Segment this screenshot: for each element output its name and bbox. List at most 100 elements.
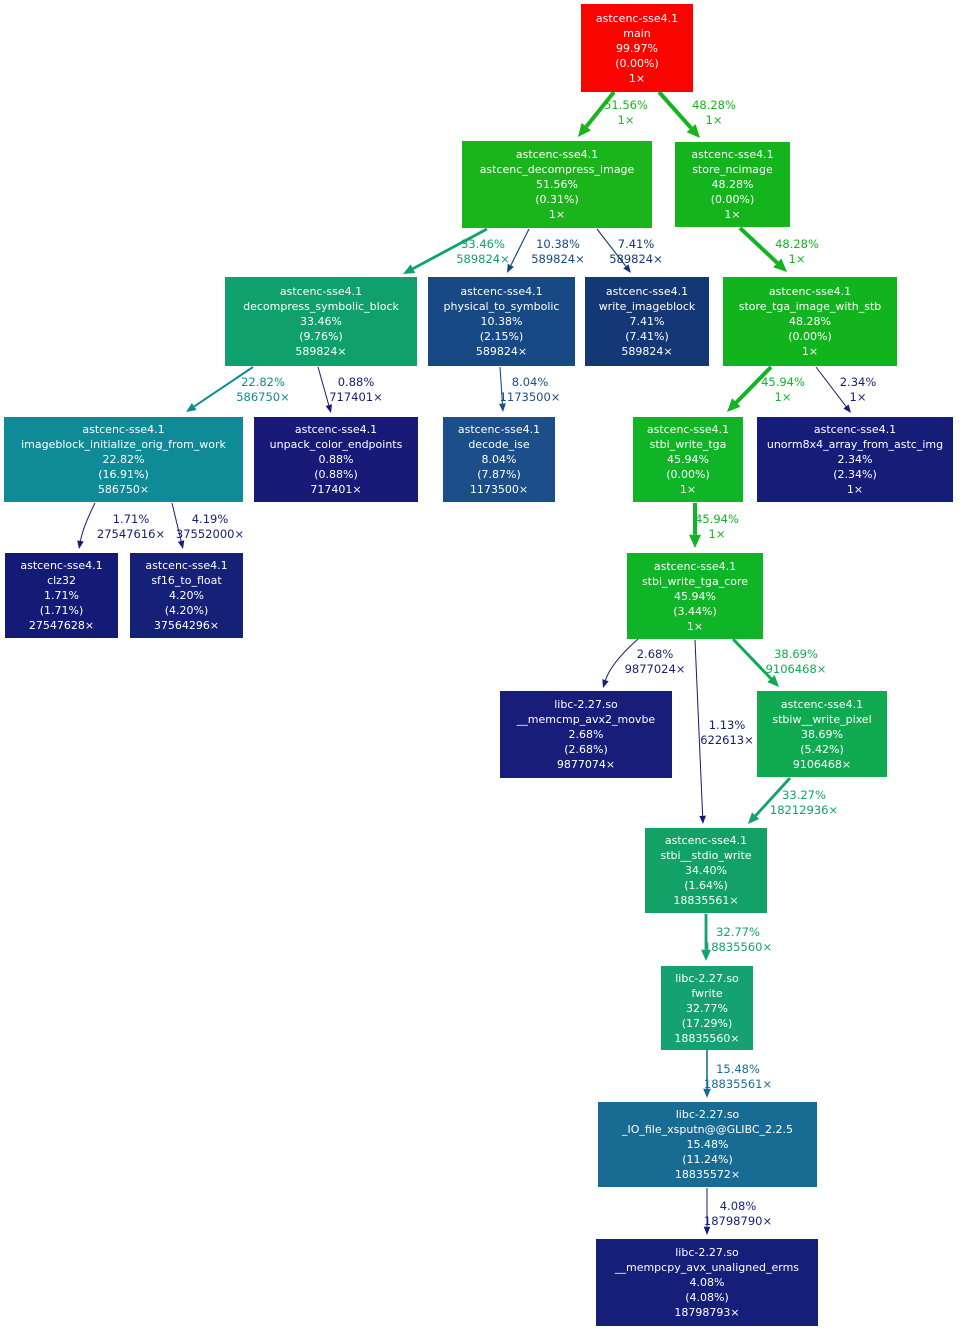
edge-label-calls: 9106468× — [765, 662, 827, 676]
node-self: (0.00%) — [615, 56, 659, 70]
node-total: 8.04% — [481, 453, 517, 466]
node-module: astcenc-sse4.1 — [605, 285, 689, 298]
node-function: astcenc_decompress_image — [479, 163, 635, 176]
edge-label-pct: 4.08% — [719, 1199, 757, 1213]
node-total: 2.68% — [568, 728, 604, 741]
node-function: stbi_write_tga — [649, 438, 727, 451]
node-mempcpy[interactable]: libc-2.27.so__mempcpy_avx_unaligned_erms… — [596, 1239, 818, 1326]
edge-store_tga-unorm8x4 — [815, 366, 847, 407]
node-self: (2.68%) — [564, 743, 608, 756]
node-total: 45.94% — [667, 453, 709, 466]
node-calls: 589824× — [295, 345, 347, 358]
edge-label-phys_to_symb-decode_ise: 8.04%1173500× — [500, 375, 561, 405]
edge-label-calls: 37552000× — [175, 527, 245, 541]
edge-label-calls: 1× — [849, 390, 867, 404]
edge-symbolic_block-imageblock_init — [193, 366, 254, 408]
edge-label-pct: 48.28% — [775, 237, 819, 251]
node-function: write_imageblock — [598, 300, 696, 313]
node-total: 4.20% — [169, 589, 204, 602]
edge-label-write_tga-write_tga_core: 45.94%1× — [695, 512, 739, 542]
node-self: (16.91%) — [98, 468, 149, 481]
edge-label-calls: 18798790× — [703, 1214, 773, 1228]
edge-label-store_ncimage-store_tga: 48.28%1× — [775, 237, 819, 267]
node-xsputn[interactable]: libc-2.27.so_IO_file_xsputn@@GLIBC_2.2.5… — [598, 1102, 817, 1187]
node-function: decode_ise — [468, 438, 530, 451]
arrowhead-store_ncimage-store_tga — [773, 258, 787, 272]
edge-label-calls: 589824× — [609, 252, 663, 266]
node-function: stbi_write_tga_core — [641, 574, 749, 588]
node-self: (0.00%) — [710, 193, 755, 206]
edge-label-pct: 2.34% — [839, 375, 877, 389]
node-module: astcenc-sse4.1 — [460, 285, 543, 298]
arrowhead-store_tga-unorm8x4 — [843, 404, 851, 413]
node-self: (2.15%) — [479, 330, 524, 343]
node-calls: 18835560× — [674, 1031, 740, 1045]
node-total: 34.40% — [685, 864, 727, 877]
node-calls: 18835561× — [673, 894, 739, 907]
node-total: 99.97% — [616, 41, 658, 55]
arrowhead-write_tga_core-memcmp — [602, 679, 609, 688]
edge-label-stdio_write-fwrite: 32.77%18835560× — [704, 925, 772, 955]
node-write_imageblock[interactable]: astcenc-sse4.1 write_imageblock 7.41% (7.41… — [585, 277, 709, 366]
node-function: main — [623, 26, 651, 40]
node-self: (2.34%) — [833, 468, 877, 481]
node-total: 2.34% — [837, 453, 873, 466]
node-calls: 586750× — [97, 483, 150, 496]
node-total: 7.41% — [629, 315, 665, 328]
node-self: (7.41%) — [625, 330, 669, 343]
node-module: astcenc-sse4.1 — [82, 423, 165, 436]
node-self: (1.64%) — [684, 879, 728, 892]
arrowhead-stdio_write-fwrite — [701, 949, 711, 961]
node-calls: 1× — [679, 483, 697, 496]
edge-label-pct: 4.19% — [191, 512, 229, 526]
edge-label-store_tga-unorm8x4: 2.34%1× — [840, 375, 877, 405]
node-calls: 1× — [548, 208, 566, 221]
edge-label-main-store_ncimage: 48.28%1× — [692, 98, 736, 128]
edge-label-calls: 717401× — [329, 390, 383, 404]
edge-label-calls: 622613× — [700, 733, 754, 747]
node-total: 48.28% — [789, 315, 831, 328]
edge-label-calls: 589824× — [456, 252, 510, 266]
node-self: (3.44%) — [673, 604, 717, 618]
node-calls: 18798793× — [674, 1306, 740, 1319]
edge-label-calls: 1× — [788, 252, 806, 266]
edge-label-write_pixel-stdio_write: 33.27%18212936× — [770, 788, 838, 818]
node-self: (0.00%) — [788, 330, 832, 343]
edge-symbolic_block-unpack_endpoints — [317, 366, 330, 406]
node-total: 48.28% — [711, 178, 754, 191]
node-self: (11.24%) — [682, 1153, 733, 1166]
node-total: 33.46% — [300, 315, 342, 328]
node-module: astcenc-sse4.1 — [145, 559, 228, 572]
node-module: libc-2.27.so — [675, 971, 739, 985]
edge-label-pct: 32.77% — [716, 925, 760, 939]
node-function: unpack_color_endpoints — [269, 438, 403, 451]
arrowhead-symbolic_block-unpack_endpoints — [325, 404, 332, 413]
node-self: (0.88%) — [314, 468, 358, 481]
edge-label-pct: 33.27% — [782, 788, 826, 802]
edge-label-write_tga_core-write_pixel: 38.69%9106468× — [766, 647, 827, 677]
edge-label-calls: 1× — [617, 113, 635, 127]
node-module: libc-2.27.so — [675, 1108, 740, 1121]
node-self: (5.42%) — [800, 742, 844, 756]
node-module: libc-2.27.so — [554, 698, 618, 711]
node-self: (4.20%) — [164, 604, 209, 617]
